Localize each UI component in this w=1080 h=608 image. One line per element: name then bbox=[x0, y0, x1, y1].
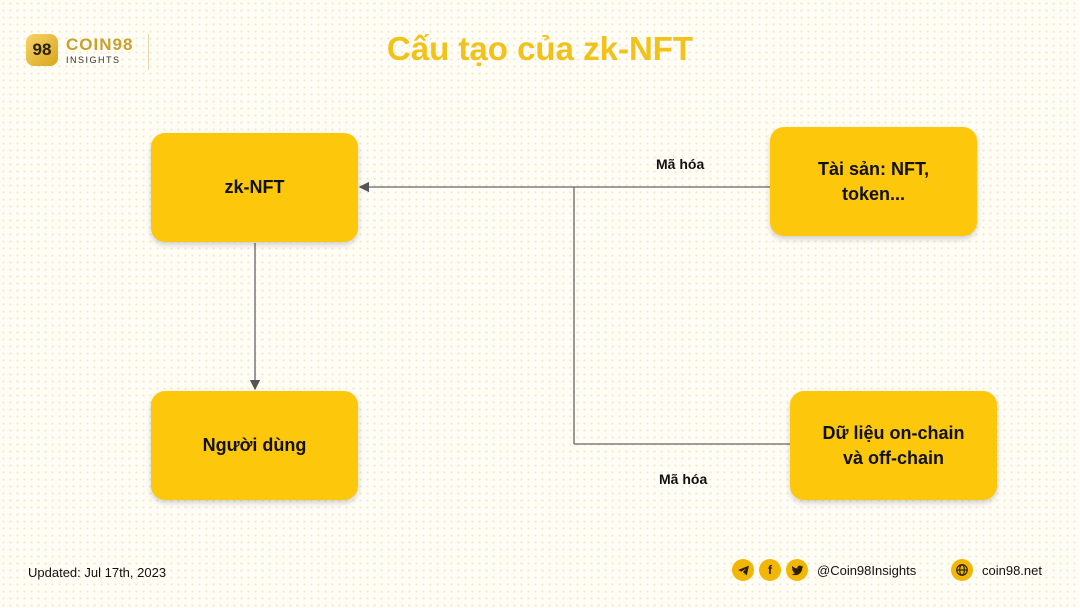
facebook-icon[interactable]: f bbox=[759, 559, 781, 581]
social-links: f @Coin98Insights bbox=[732, 559, 916, 581]
node-users: Người dùng bbox=[151, 391, 358, 500]
globe-icon bbox=[951, 559, 973, 581]
node-zk-nft-label: zk-NFT bbox=[224, 177, 285, 198]
twitter-icon[interactable] bbox=[786, 559, 808, 581]
page-title: Cấu tạo của zk-NFT bbox=[386, 30, 694, 67]
coin98-logo: 98 COIN98 INSIGHTS bbox=[26, 34, 133, 66]
node-assets-label: Tài sản: NFT, token... bbox=[817, 159, 929, 204]
edge-label-top: Mã hóa bbox=[656, 156, 705, 172]
logo-text: COIN98 INSIGHTS bbox=[66, 36, 133, 65]
node-users-label: Người dùng bbox=[202, 435, 307, 456]
telegram-icon[interactable] bbox=[732, 559, 754, 581]
logo-sub: INSIGHTS bbox=[66, 54, 121, 65]
website-link: coin98.net bbox=[951, 559, 1042, 581]
logo-mark: 98 bbox=[26, 34, 58, 66]
node-assets: Tài sản: NFT, token... bbox=[770, 127, 977, 236]
website-url[interactable]: coin98.net bbox=[982, 562, 1042, 578]
node-zk-nft: zk-NFT bbox=[151, 133, 358, 242]
edge-label-bottom: Mã hóa bbox=[659, 471, 708, 487]
logo-brand: COIN98 bbox=[66, 34, 134, 54]
social-handle[interactable]: @Coin98Insights bbox=[817, 562, 917, 578]
node-data-label: Dữ liệu on-chain và off-chain bbox=[822, 423, 965, 468]
logo-divider bbox=[148, 34, 149, 70]
node-data: Dữ liệu on-chain và off-chain bbox=[790, 391, 997, 500]
updated-date: Updated: Jul 17th, 2023 bbox=[28, 565, 167, 580]
